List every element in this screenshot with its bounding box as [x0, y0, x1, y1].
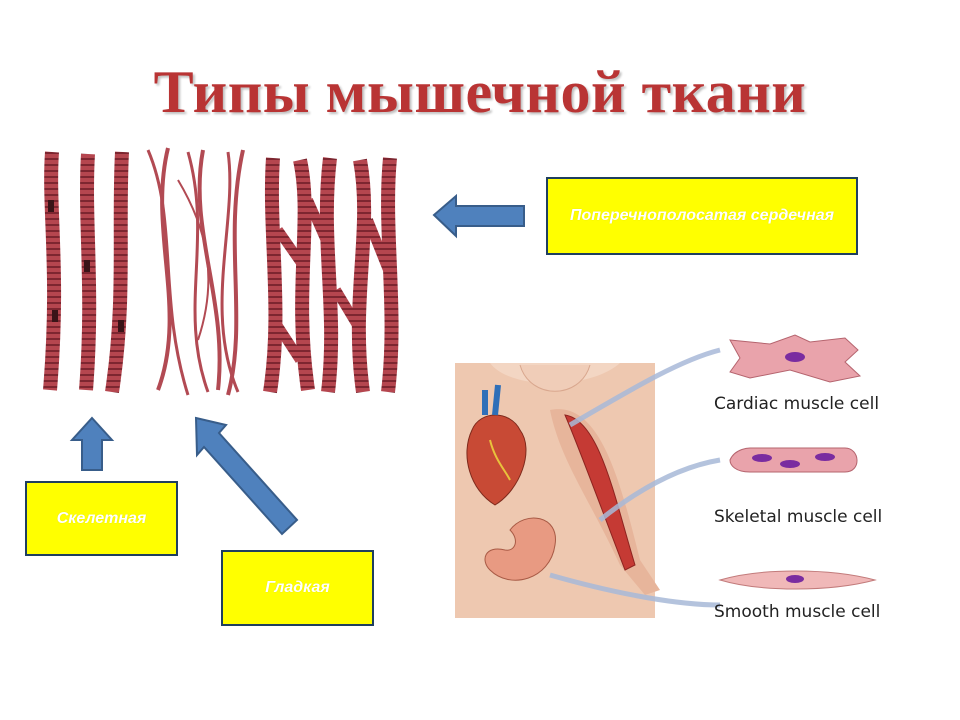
- arrow-to-smooth: [194, 416, 299, 536]
- smooth-label-box: Гладкая: [221, 550, 374, 626]
- anatomy-illustration: [455, 334, 877, 618]
- smooth-cell-icon: [718, 570, 877, 590]
- cardiac-cell-label: Cardiac muscle cell: [714, 394, 880, 414]
- skeletal-fibers: [43, 151, 129, 394]
- smooth-fibers: [146, 147, 245, 396]
- cardiac-label-box: Поперечнополосатая сердечная: [546, 177, 858, 255]
- cardiac-fibers: [263, 157, 399, 394]
- smooth-cell-label: Smooth muscle cell: [714, 602, 881, 622]
- muscle-fibers-illustration: [43, 147, 399, 396]
- cardiac-cell-icon: [729, 334, 862, 383]
- slide-title: Типы мышечной ткани: [153, 59, 807, 125]
- skeletal-cell-label: Skeletal muscle cell: [714, 507, 883, 527]
- arrow-to-skeletal: [69, 416, 115, 471]
- skeletal-cell-icon: [729, 447, 858, 473]
- arrow-to-cardiac: [432, 193, 525, 239]
- stomach-icon: [484, 517, 556, 581]
- heart-icon: [466, 384, 527, 506]
- skeletal-label-box: Скелетная: [25, 481, 178, 556]
